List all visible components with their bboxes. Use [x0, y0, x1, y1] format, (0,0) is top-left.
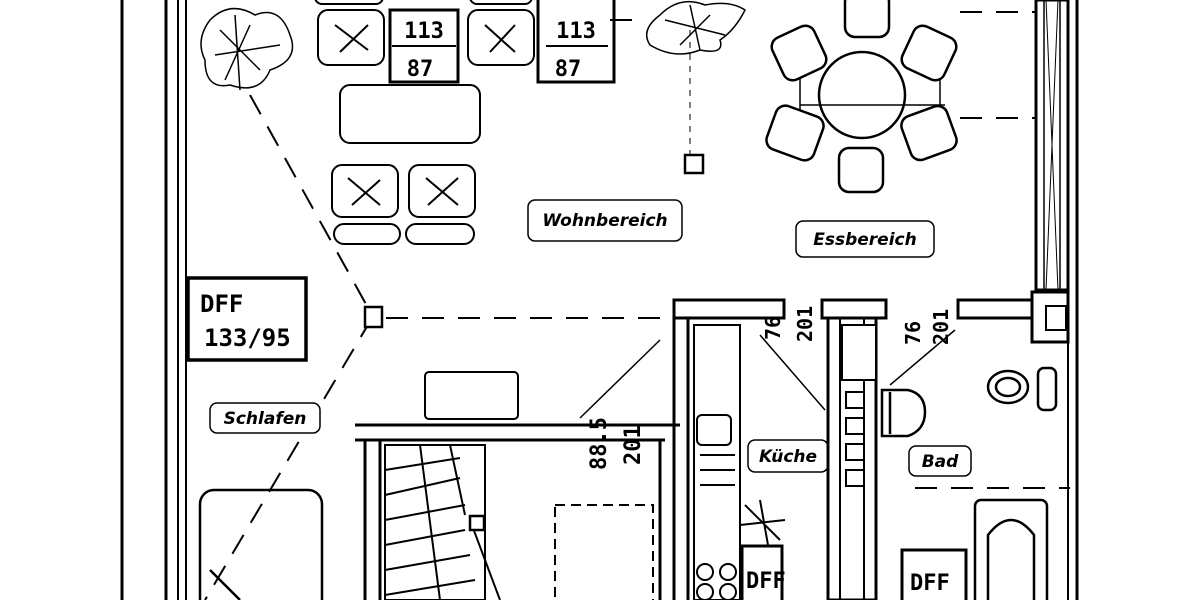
label-kueche: Küche: [747, 439, 829, 473]
column-marker: [363, 305, 384, 329]
room-label-kueche: Küche: [759, 447, 817, 467]
door-kitchen-width: 76: [761, 316, 785, 340]
window-1-bottom: 87: [407, 57, 434, 82]
room-label-essbereich: Essbereich: [813, 230, 916, 250]
post-marker: [683, 153, 705, 175]
door-swings: [579, 329, 956, 419]
armchair: [408, 164, 476, 218]
room-label-bad: Bad: [922, 452, 959, 472]
label-essbereich: Essbereich: [795, 220, 935, 258]
plant-icon: [200, 7, 294, 91]
room-label-wohnbereich: Wohnbereich: [542, 211, 667, 231]
bathtub-icon: [973, 498, 1049, 600]
armchair: [331, 164, 399, 218]
right-window-strip: [1034, 0, 1070, 292]
furniture-rect: [424, 371, 654, 600]
staircase: [384, 444, 501, 600]
roof-window-left: DFF 133/95: [186, 276, 308, 362]
bed: [198, 488, 324, 600]
roof-window-kitchen: DFF: [740, 544, 786, 600]
door-kitchen-height: 201: [793, 306, 817, 342]
dining-chair: [765, 0, 958, 194]
roof-window-left-size: 133/95: [204, 324, 291, 352]
window-2-bottom: 87: [555, 57, 582, 82]
coffee-table: [339, 84, 481, 144]
sink-icon: [986, 366, 1058, 412]
sofa-arm-top: [314, 0, 533, 5]
roof-window-bath: DFF: [900, 548, 968, 600]
kitchen-shelf: [841, 324, 877, 487]
door-bath-height: 201: [929, 309, 953, 345]
label-wohnbereich: Wohnbereich: [527, 199, 683, 242]
roof-window-left-type: DFF: [200, 290, 243, 318]
door-bath-width: 76: [901, 321, 925, 345]
label-bad: Bad: [908, 445, 972, 477]
door-left-height: 201: [621, 425, 646, 465]
kitchen-counter: [693, 324, 741, 600]
toilet-icon: [880, 388, 927, 438]
door-dim-kitchen: 76 201: [761, 306, 817, 342]
roof-window-bath-type: DFF: [910, 571, 950, 596]
ceiling-light-icon: [739, 499, 786, 546]
door-dim-left: 88.5 201: [587, 417, 646, 470]
door-left-width: 88.5: [587, 417, 612, 470]
window-1: 113 87: [388, 8, 460, 84]
window-1-top: 113: [404, 19, 444, 44]
label-schlafen: Schlafen: [209, 402, 321, 434]
seat-cushions: [333, 223, 475, 245]
armchair: [317, 9, 385, 66]
window-2: 113 87: [536, 0, 616, 84]
plant-icon: [645, 0, 746, 55]
roof-window-kitchen-type: DFF: [746, 569, 786, 594]
interior-walls: [355, 290, 1070, 600]
armchair: [467, 9, 535, 66]
room-label-schlafen: Schlafen: [224, 409, 307, 429]
window-2-top: 113: [556, 19, 596, 44]
door-dim-bath: 76 201: [901, 309, 953, 345]
